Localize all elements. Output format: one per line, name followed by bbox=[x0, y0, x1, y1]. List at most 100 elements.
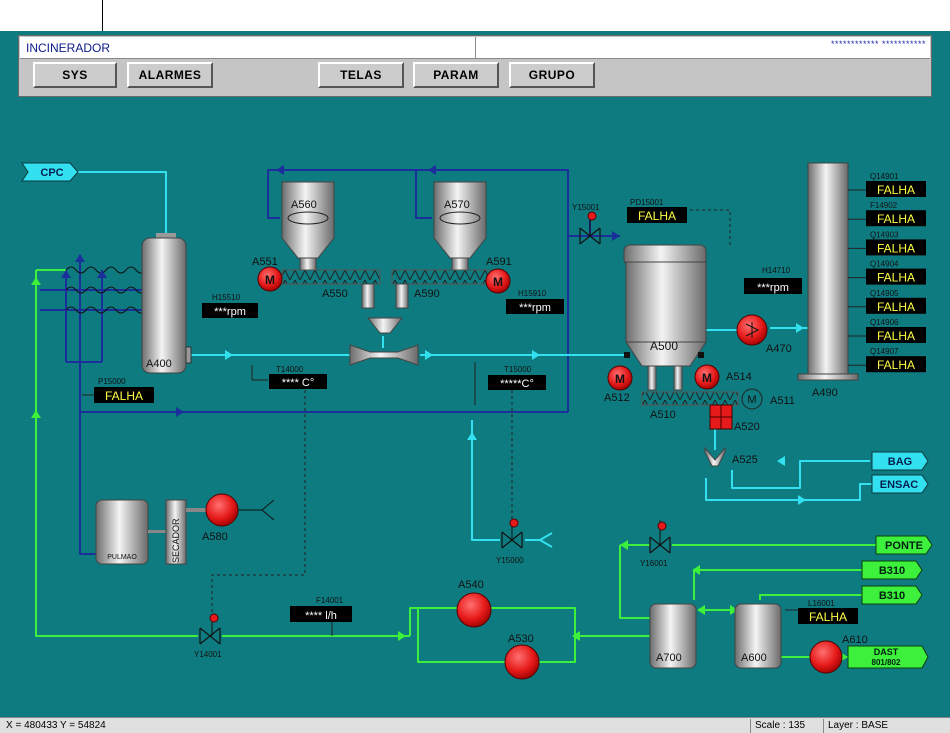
pump-a530[interactable]: A530 bbox=[504, 633, 540, 680]
svg-text:A400: A400 bbox=[146, 358, 172, 370]
svg-text:***rpm: ***rpm bbox=[214, 306, 246, 318]
cpc-terminal[interactable]: CPC bbox=[21, 162, 79, 182]
valve-y16001[interactable]: Y16001 bbox=[640, 521, 671, 568]
instrument-t14000[interactable]: T14000 **** C° bbox=[251, 365, 327, 389]
instrument-h14710[interactable]: H14710 ***rpm bbox=[744, 266, 802, 294]
motor-a591[interactable]: M A591 bbox=[485, 256, 512, 294]
svg-text:A560: A560 bbox=[291, 199, 317, 211]
svg-text:BAG: BAG bbox=[888, 456, 912, 468]
svg-text:FALHA: FALHA bbox=[809, 610, 847, 624]
tank-a700[interactable]: A700 bbox=[649, 603, 697, 669]
svg-text:SECADOR: SECADOR bbox=[171, 518, 181, 563]
motor-a511[interactable]: M A511 bbox=[741, 388, 795, 410]
pump-a540[interactable]: A540 bbox=[456, 579, 492, 628]
sys-button[interactable]: SYS bbox=[33, 62, 117, 88]
fan-a580[interactable]: A580 bbox=[186, 493, 275, 543]
stack-alarm-value: FALHA bbox=[877, 183, 915, 197]
instrument-t15000[interactable]: T15000 *****C° bbox=[474, 362, 546, 405]
motor-a512[interactable]: M A512 bbox=[604, 365, 633, 404]
layer-readout: Layer : BASE bbox=[823, 719, 888, 733]
svg-text:P15000: P15000 bbox=[98, 377, 126, 386]
instrument-pd15001[interactable]: PD15001 FALHA bbox=[627, 198, 687, 223]
silo-a560[interactable]: A560 bbox=[281, 181, 335, 259]
valve-y15001[interactable]: Y15001 bbox=[572, 203, 601, 245]
window-title: INCINERADOR bbox=[26, 41, 111, 55]
motor-a514[interactable]: M A514 bbox=[694, 364, 752, 390]
instrument-l16001[interactable]: L16001 FALHA bbox=[785, 599, 858, 624]
tank-pulmao[interactable]: PULMAO bbox=[95, 499, 149, 565]
cyan-pipes bbox=[78, 171, 872, 541]
svg-text:A490: A490 bbox=[812, 387, 838, 399]
screw-a510[interactable]: A510 bbox=[641, 391, 739, 421]
motor-a551[interactable]: M A551 bbox=[252, 256, 283, 292]
status-bar: X = 480433 Y = 54824 Scale : 135 Layer :… bbox=[0, 717, 950, 733]
svg-text:B310: B310 bbox=[879, 565, 905, 577]
svg-text:A600: A600 bbox=[741, 652, 767, 664]
svg-text:A500: A500 bbox=[650, 339, 678, 353]
dryer-secador[interactable]: SECADOR bbox=[165, 499, 187, 565]
stack-a490[interactable]: A490 bbox=[797, 162, 859, 399]
mixer bbox=[349, 317, 419, 366]
svg-text:801/802: 801/802 bbox=[872, 658, 901, 667]
instrument-h15510[interactable]: H15510 ***rpm bbox=[202, 293, 258, 318]
svg-text:Y15000: Y15000 bbox=[496, 556, 524, 565]
ensac-terminal[interactable]: ENSAC bbox=[871, 474, 929, 494]
svg-text:A590: A590 bbox=[414, 288, 440, 300]
fan-a470[interactable]: A470 bbox=[736, 314, 792, 355]
stack-alarm-value: FALHA bbox=[877, 241, 915, 255]
b310-terminal-1[interactable]: B310 bbox=[861, 560, 923, 580]
screw-a550[interactable]: A550 bbox=[281, 269, 381, 309]
incinerator-a500[interactable]: A500 bbox=[623, 244, 707, 391]
svg-text:PONTE: PONTE bbox=[885, 540, 923, 552]
svg-text:M: M bbox=[702, 371, 712, 385]
telas-button[interactable]: TELAS bbox=[318, 62, 404, 88]
svg-text:PULMAO: PULMAO bbox=[107, 554, 137, 561]
svg-text:Y16001: Y16001 bbox=[640, 559, 668, 568]
stack-alarm-value: FALHA bbox=[877, 271, 915, 285]
svg-text:DAST: DAST bbox=[874, 647, 899, 657]
b310-terminal-2[interactable]: B310 bbox=[861, 585, 923, 605]
stack-alarm-tag: Q14901 bbox=[870, 172, 899, 181]
stack-alarm-tag: Q14904 bbox=[870, 260, 899, 269]
grupo-button[interactable]: GRUPO bbox=[509, 62, 595, 88]
instrument-h15910[interactable]: H15910 ***rpm bbox=[506, 289, 564, 314]
screw-a590[interactable]: A590 bbox=[391, 269, 491, 309]
alarmes-button[interactable]: ALARMES bbox=[127, 62, 213, 88]
stack-alarm-tag: Q14906 bbox=[870, 318, 899, 327]
param-button[interactable]: PARAM bbox=[413, 62, 499, 88]
stack-alarm-value: FALHA bbox=[877, 329, 915, 343]
svg-text:FALHA: FALHA bbox=[105, 389, 143, 403]
valve-y15000[interactable]: Y15000 bbox=[496, 518, 553, 565]
ponte-terminal[interactable]: PONTE bbox=[875, 535, 933, 555]
svg-text:A580: A580 bbox=[202, 531, 228, 543]
silo-a570[interactable]: A570 bbox=[433, 181, 487, 259]
valve-y14001[interactable]: Y14001 bbox=[194, 613, 222, 659]
splitter-a525[interactable]: A525 bbox=[704, 446, 758, 467]
svg-text:**** C°: **** C° bbox=[282, 377, 315, 389]
svg-text:L16001: L16001 bbox=[808, 599, 835, 608]
svg-text:F14001: F14001 bbox=[316, 596, 344, 605]
dast-terminal[interactable]: DAST 801/802 bbox=[847, 645, 929, 669]
bag-terminal[interactable]: BAG bbox=[871, 451, 929, 471]
instrument-f14001[interactable]: F14001 **** l/h bbox=[290, 596, 352, 636]
instrument-p15000[interactable]: P15000 FALHA bbox=[82, 377, 154, 403]
pump-a610[interactable]: A610 bbox=[809, 634, 868, 674]
svg-text:M: M bbox=[615, 372, 625, 386]
tank-a600[interactable]: A600 bbox=[734, 603, 782, 669]
svg-text:T14000: T14000 bbox=[276, 365, 304, 374]
stack-alarm-tag: Q14907 bbox=[870, 347, 899, 356]
tank-a400[interactable]: A400 bbox=[141, 233, 192, 374]
svg-text:A551: A551 bbox=[252, 256, 278, 268]
rotary-a520[interactable]: A520 bbox=[709, 404, 760, 433]
svg-text:***rpm: ***rpm bbox=[757, 282, 789, 294]
stack-alarm-tag: F14902 bbox=[870, 201, 898, 210]
svg-text:CPC: CPC bbox=[40, 167, 63, 179]
